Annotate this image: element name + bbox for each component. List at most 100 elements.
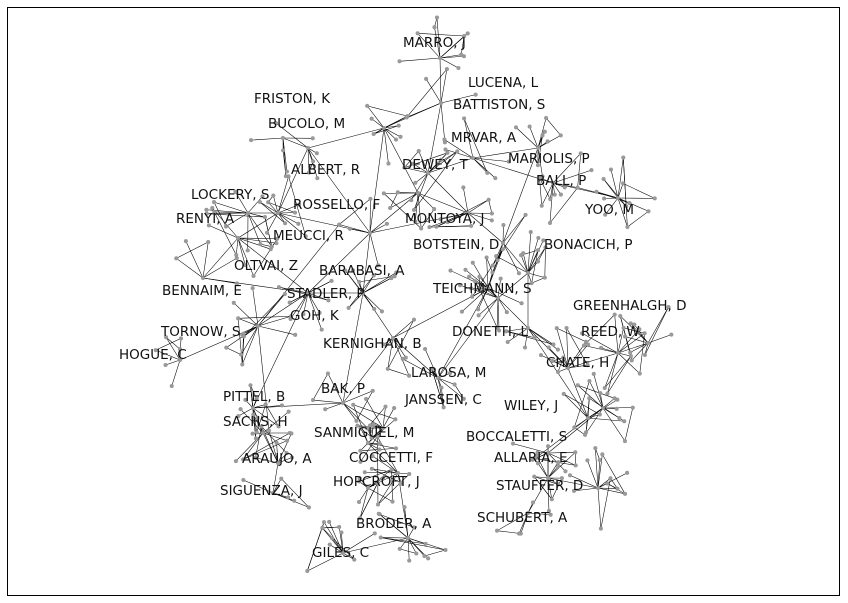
network-node	[231, 300, 236, 305]
clique-edge	[417, 33, 465, 37]
leaf-edge	[547, 465, 559, 479]
leaf-edge	[487, 272, 493, 289]
network-node	[251, 273, 256, 278]
clique-edge	[377, 473, 410, 505]
leaf-edge	[467, 212, 492, 221]
network-node	[666, 304, 671, 310]
leaf-edge	[644, 342, 649, 356]
clique-edge	[307, 522, 325, 572]
network-node	[306, 505, 311, 510]
network-node	[320, 525, 325, 530]
network-node	[615, 486, 620, 491]
clique-edge	[259, 201, 286, 224]
leaf-edge	[537, 463, 549, 479]
leaf-edge	[620, 315, 649, 344]
clique-edge	[436, 199, 489, 227]
network-node	[435, 375, 441, 381]
network-node	[243, 397, 248, 402]
backbone-edge	[527, 477, 549, 514]
clique-edge	[534, 476, 553, 500]
leaf-edge	[383, 127, 389, 164]
leaf-edge	[602, 407, 626, 442]
clique-edge	[211, 207, 237, 256]
network-node	[495, 295, 501, 301]
network-node	[283, 174, 288, 179]
leaf-edge	[358, 487, 369, 503]
network-node	[371, 422, 376, 427]
leaf-edge	[445, 149, 474, 159]
node-label: KERNIGHAN, B	[323, 336, 422, 352]
network-node	[389, 467, 394, 472]
node-label: LUCENA, L	[468, 75, 539, 91]
network-node	[258, 242, 263, 247]
network-node	[495, 258, 500, 263]
network-node	[405, 535, 411, 541]
network-node	[645, 340, 651, 346]
network-node	[319, 327, 324, 332]
network-node	[372, 306, 377, 312]
network-node	[434, 15, 440, 20]
network-node	[601, 176, 606, 182]
clique-edge	[577, 153, 582, 188]
leaf-edge	[339, 224, 371, 234]
clique-edge	[348, 275, 374, 309]
network-node	[532, 335, 537, 340]
network-node	[608, 476, 613, 481]
network-node	[575, 383, 580, 388]
leaf-edge	[539, 177, 554, 184]
leaf-edge	[563, 393, 589, 419]
network-node	[367, 230, 373, 236]
network-node	[402, 165, 407, 170]
network-node	[547, 220, 553, 226]
leaf-edge	[595, 448, 599, 489]
leaf-edge	[362, 292, 383, 312]
clique-edge	[289, 280, 332, 303]
clique-edge	[539, 177, 551, 200]
network-node	[276, 285, 281, 290]
network-node	[323, 407, 328, 412]
clique-edge	[539, 177, 543, 206]
network-node	[153, 348, 158, 353]
network-node	[504, 310, 509, 315]
leaf-edge	[647, 334, 672, 344]
leaf-edge	[212, 207, 239, 239]
clique-edge	[339, 198, 371, 225]
network-node	[346, 305, 351, 310]
leaf-edge	[597, 478, 611, 489]
network-node	[292, 210, 298, 215]
network-node	[257, 199, 262, 205]
clique-edge	[604, 355, 632, 389]
network-node	[357, 279, 362, 284]
leaf-edge	[411, 172, 429, 201]
network-node	[438, 217, 443, 222]
node-label: CHATE, H	[546, 355, 609, 371]
node-label: HOGUE, C	[119, 347, 187, 363]
network-node	[573, 450, 578, 455]
network-node	[554, 326, 559, 331]
clique-edge	[574, 427, 586, 436]
network-node	[259, 424, 264, 429]
clique-edge	[322, 526, 340, 529]
leaf-edge	[440, 102, 446, 143]
leaf-edge	[549, 182, 554, 200]
network-node	[486, 197, 491, 202]
network-node	[473, 279, 478, 284]
network-node	[542, 275, 547, 280]
network-node	[490, 270, 495, 275]
network-node	[378, 535, 383, 540]
network-node	[384, 221, 389, 226]
leaf-edge	[378, 513, 409, 539]
leaf-edge	[392, 337, 407, 358]
leaf-edge	[402, 358, 439, 379]
clique-edge	[265, 404, 279, 427]
leaf-edge	[247, 196, 263, 214]
network-node	[642, 331, 647, 336]
network-node	[536, 235, 541, 241]
node-label: BENNAIM, E	[162, 283, 242, 299]
leaf-edge	[566, 327, 569, 369]
network-node	[305, 568, 310, 574]
network-node	[211, 200, 217, 205]
clique-edge	[424, 549, 446, 557]
coauthorship-network: MARRO, J LUCENA, L BATTISTON, S FRISTON,…	[119, 15, 687, 574]
node-label: STADLER, P	[287, 286, 365, 302]
